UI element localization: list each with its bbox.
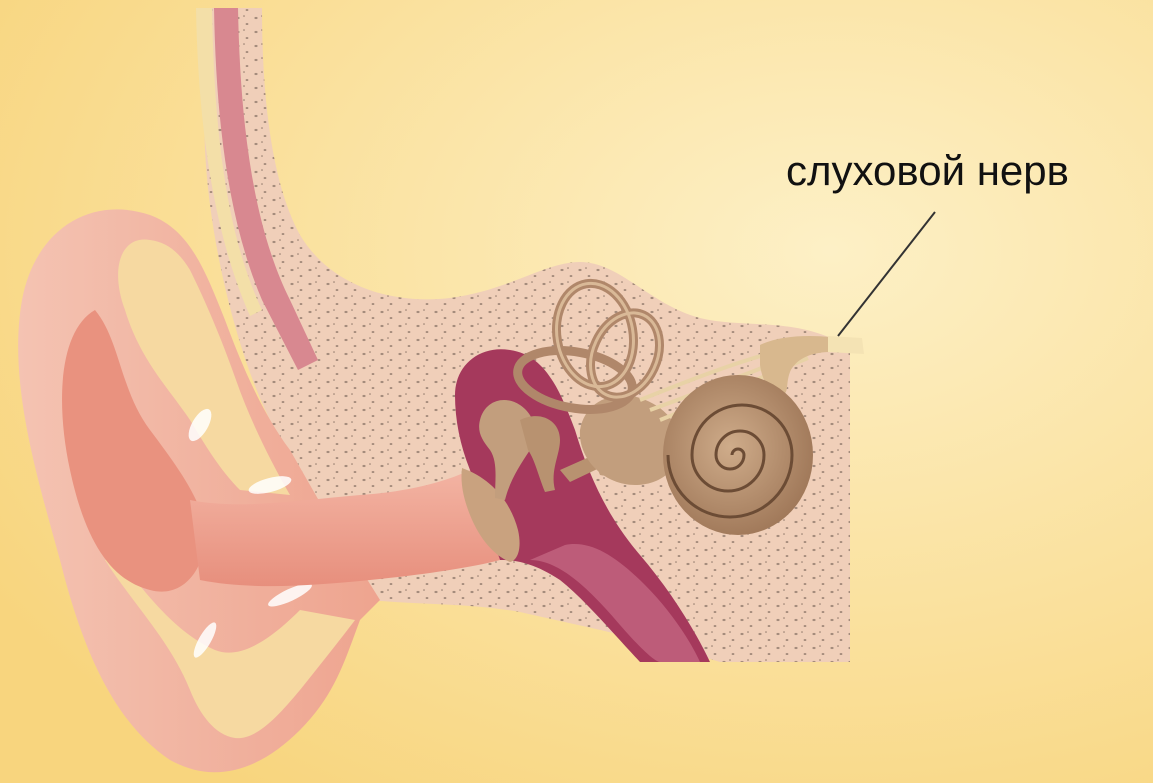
cochlea [663, 375, 813, 535]
nerve-end [828, 336, 864, 354]
auditory-nerve-label: слуховой нерв [786, 146, 1069, 196]
